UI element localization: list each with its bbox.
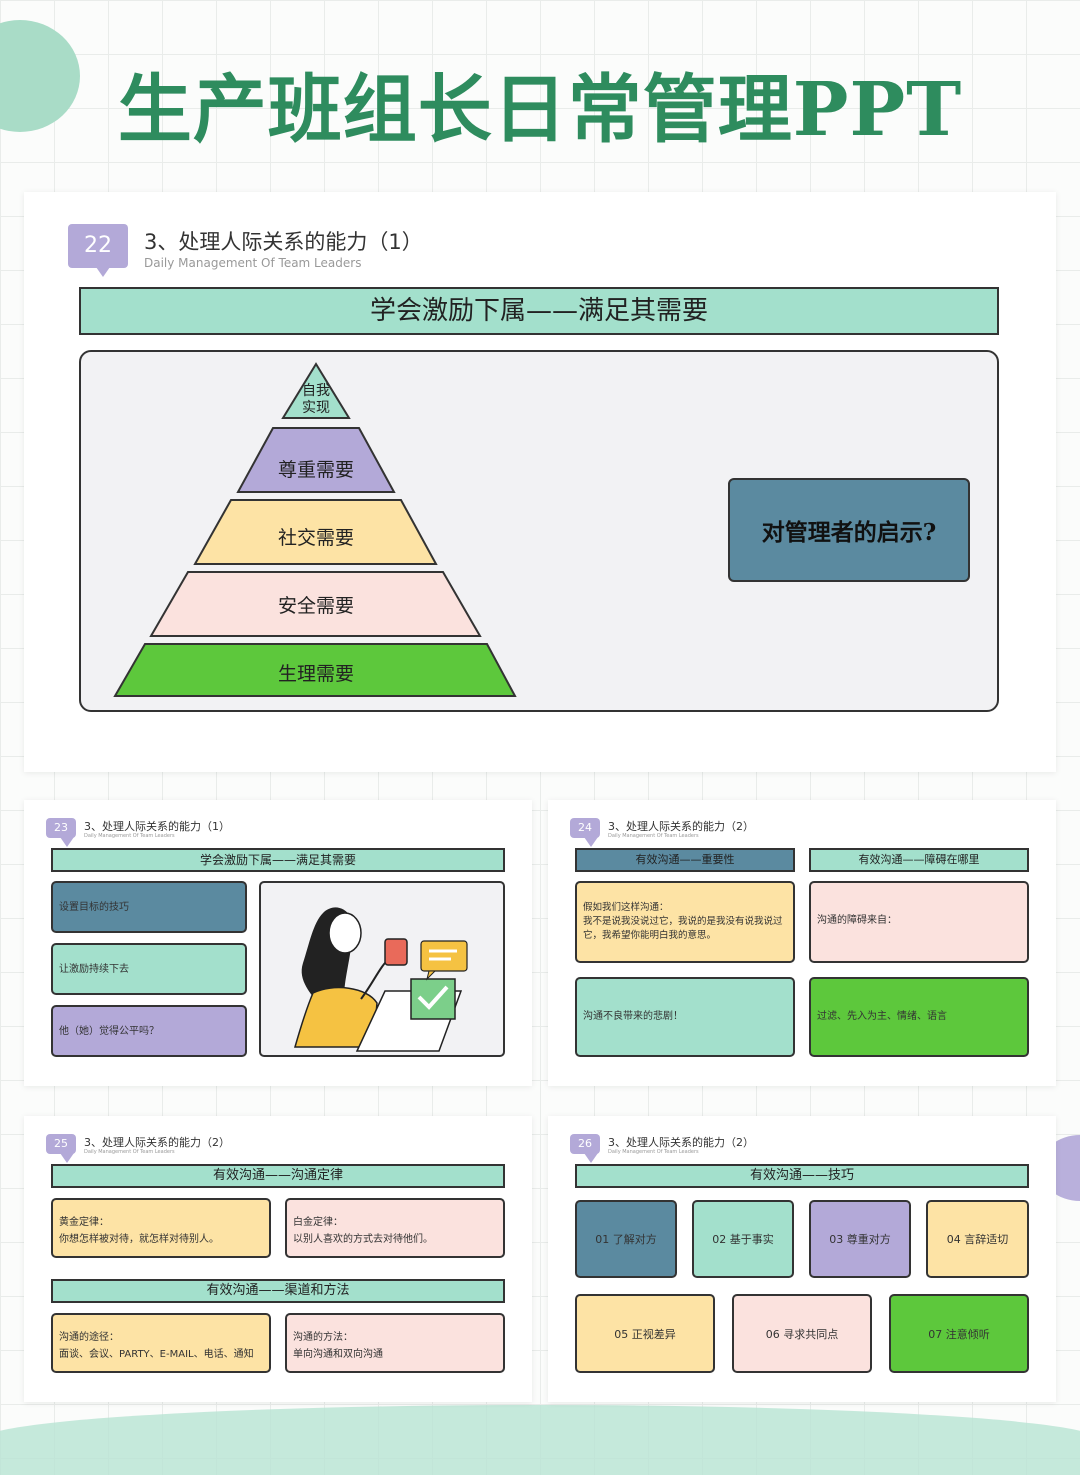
text-box: 假如我们这样沟通： 我不是说我没说过它，我说的是我没有说我说过它，我希望你能明白…	[575, 881, 795, 963]
slide-subtitle: Daily Management Of Team Leaders	[608, 1149, 699, 1155]
page-title: 生产班组长日常管理PPT	[117, 67, 963, 153]
slide-subtitle: Daily Management Of Team Leaders	[84, 833, 175, 839]
slide-number-badge: 23	[46, 818, 76, 847]
method-title: 沟通的方法：	[293, 1332, 353, 1343]
law-title: 黄金定律：	[59, 1217, 109, 1228]
slide-subtitle: Daily Management Of Team Leaders	[144, 256, 362, 270]
tip-card: 06 寻求共同点	[732, 1294, 872, 1373]
tip-card: 02 基于事实	[692, 1200, 794, 1278]
text-box: 沟通不良带来的悲剧！	[575, 977, 795, 1057]
pyramid-label: 尊重需要	[277, 458, 354, 481]
tip-box: 让激励持续下去	[51, 943, 247, 995]
pyramid-layer-social	[193, 499, 438, 565]
law-body: 你想怎样被对待，就怎样对待别人。	[59, 1234, 219, 1245]
slide-number-badge: 24	[570, 818, 600, 847]
law-body: 以别人喜欢的方式去对待他们。	[293, 1234, 433, 1245]
text-box-heading: 假如我们这样沟通：	[583, 902, 669, 913]
pyramid-layer-esteem	[236, 427, 396, 493]
decor-wave	[0, 1405, 1080, 1475]
slide-24[interactable]: 24 3、处理人际关系的能力（2） Daily Management Of Te…	[548, 800, 1056, 1086]
callout-box: 对管理者的启示?	[728, 478, 970, 582]
tip-card: 03 尊重对方	[809, 1200, 911, 1278]
tip-card: 04 言辞适切	[926, 1200, 1029, 1278]
text-box: 沟通的障碍来自：	[809, 881, 1029, 963]
maslow-pyramid	[113, 362, 517, 697]
slide-banner: 学会激励下属——满足其需要	[79, 287, 999, 335]
slide-subtitle: Daily Management Of Team Leaders	[84, 1149, 175, 1155]
pyramid-label: 社交需要	[277, 526, 354, 549]
law-title: 白金定律：	[293, 1217, 343, 1228]
slide-title: 3、处理人际关系的能力（1）	[84, 820, 230, 833]
slide-title: 3、处理人际关系的能力（2）	[84, 1136, 230, 1149]
slide-subtitle: Daily Management Of Team Leaders	[608, 833, 699, 839]
channel-box: 沟通的途径： 面谈、会议、PARTY、E-MAIL、电话、通知	[51, 1313, 271, 1373]
slide-number-badge: 26	[570, 1134, 600, 1163]
text-box: 过滤、先入为主、情绪、语言	[809, 977, 1029, 1057]
slide-26[interactable]: 26 3、处理人际关系的能力（2） Daily Management Of Te…	[548, 1116, 1056, 1402]
slide-banner: 有效沟通——渠道和方法	[51, 1279, 505, 1303]
method-box: 沟通的方法： 单向沟通和双向沟通	[285, 1313, 505, 1373]
tip-card: 01 了解对方	[575, 1200, 677, 1278]
slide-23[interactable]: 23 3、处理人际关系的能力（1） Daily Management Of Te…	[24, 800, 532, 1086]
channel-body: 面谈、会议、PARTY、E-MAIL、电话、通知	[59, 1349, 254, 1360]
slide-number-badge: 22	[68, 224, 128, 277]
pyramid-label: 安全需要	[277, 594, 354, 617]
slide-25[interactable]: 25 3、处理人际关系的能力（2） Daily Management Of Te…	[24, 1116, 532, 1402]
illustration-panel	[259, 881, 505, 1057]
law-box: 黄金定律： 你想怎样被对待，就怎样对待别人。	[51, 1198, 271, 1258]
tip-card: 05 正视差异	[575, 1294, 715, 1373]
tip-box: 他（她）觉得公平吗？	[51, 1005, 247, 1057]
person-with-laptop-illustration	[294, 907, 468, 1052]
channel-title: 沟通的途径：	[59, 1332, 119, 1343]
pyramid-label: 自我实现	[302, 383, 330, 416]
law-box: 白金定律： 以别人喜欢的方式去对待他们。	[285, 1198, 505, 1258]
pyramid-layer-physiological	[113, 643, 517, 697]
pyramid-layer-self-actualization	[281, 362, 351, 419]
pyramid-layer-safety	[149, 571, 482, 637]
section-header: 有效沟通——重要性	[575, 848, 795, 872]
tip-box: 设置目标的技巧	[51, 881, 247, 933]
method-body: 单向沟通和双向沟通	[293, 1349, 383, 1360]
slide-title: 3、处理人际关系的能力（1）	[144, 230, 423, 254]
slide-banner: 学会激励下属——满足其需要	[51, 848, 505, 872]
pyramid-label: 生理需要	[277, 662, 354, 685]
slide-banner: 有效沟通——技巧	[575, 1164, 1029, 1188]
section-header: 有效沟通——障碍在哪里	[809, 848, 1029, 872]
slide-number-badge: 25	[46, 1134, 76, 1163]
slide-banner: 有效沟通——沟通定律	[51, 1164, 505, 1188]
tip-card: 07 注意倾听	[889, 1294, 1029, 1373]
slide-22[interactable]: 22 3、处理人际关系的能力（1） Daily Management Of Te…	[24, 192, 1056, 772]
slide-title: 3、处理人际关系的能力（2）	[608, 1136, 754, 1149]
slide-title: 3、处理人际关系的能力（2）	[608, 820, 754, 833]
text-box-body: 我不是说我没说过它，我说的是我没有说我说过它，我希望你能明白我的意思。	[583, 916, 783, 941]
